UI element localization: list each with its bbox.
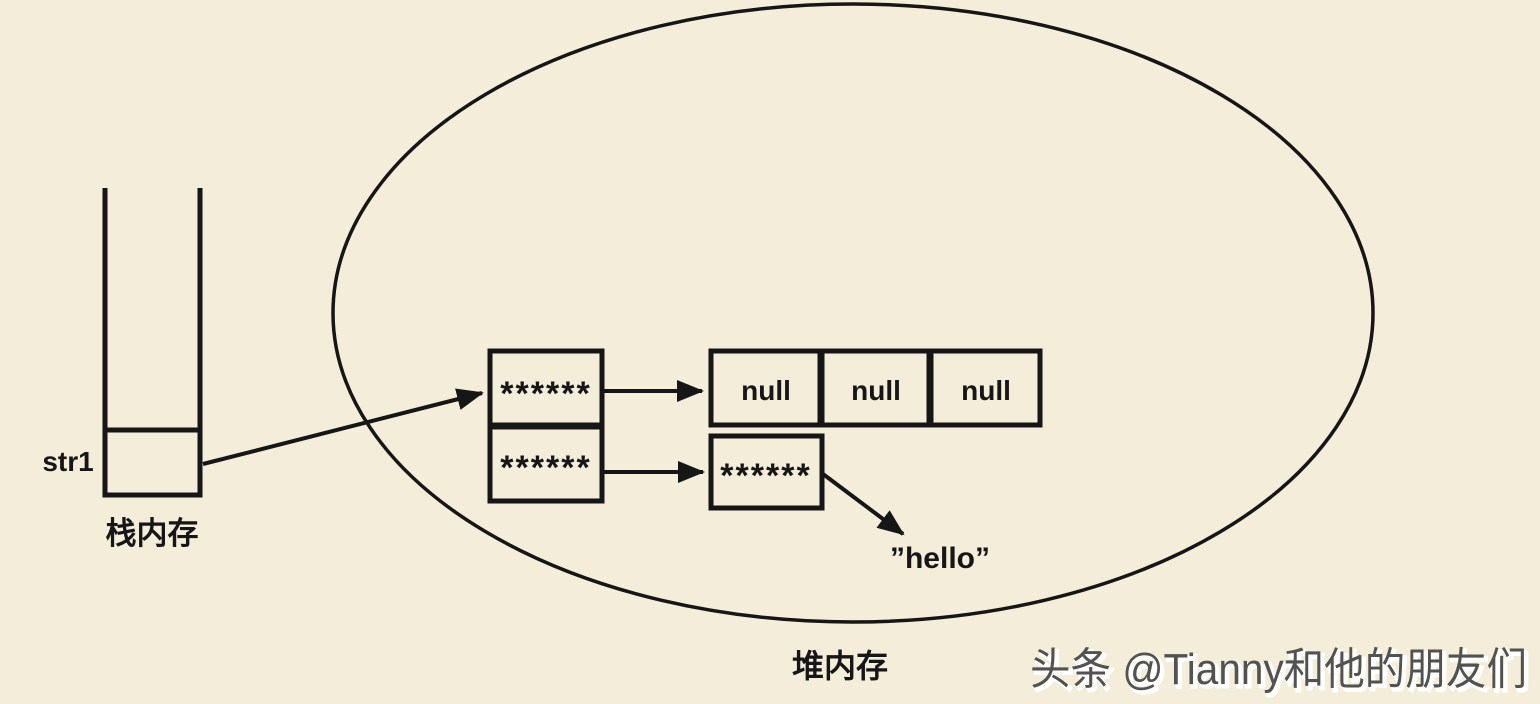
null-label-1: null [741, 375, 791, 406]
ref-box-bottom [487, 422, 605, 504]
str1-label: str1 [42, 446, 93, 477]
null-cell-3 [926, 348, 1043, 428]
string-ref-stars: ****** [720, 457, 811, 495]
null-label-2: null [851, 375, 901, 406]
watermark-shadow: 头条 @Tianny和他的朋友们 [1033, 648, 1530, 697]
arrow-str1-to-ref [202, 388, 484, 466]
ref-top-stars: ****** [500, 375, 591, 413]
heap-ellipse [331, 2, 1375, 624]
stack-memory-label: 栈内存 [106, 516, 199, 551]
string-ref-box [708, 433, 825, 511]
hello-value: ”hello” [890, 542, 990, 575]
stack-outline [102, 188, 203, 498]
ref-bottom-stars: ****** [500, 449, 591, 487]
watermark-text: 头条 @Tianny和他的朋友们 [1030, 645, 1527, 694]
arrow-string-box-to-hello [821, 472, 905, 536]
heap-memory-label: 堆内存 [792, 648, 888, 684]
null-label-3: null [961, 375, 1011, 406]
